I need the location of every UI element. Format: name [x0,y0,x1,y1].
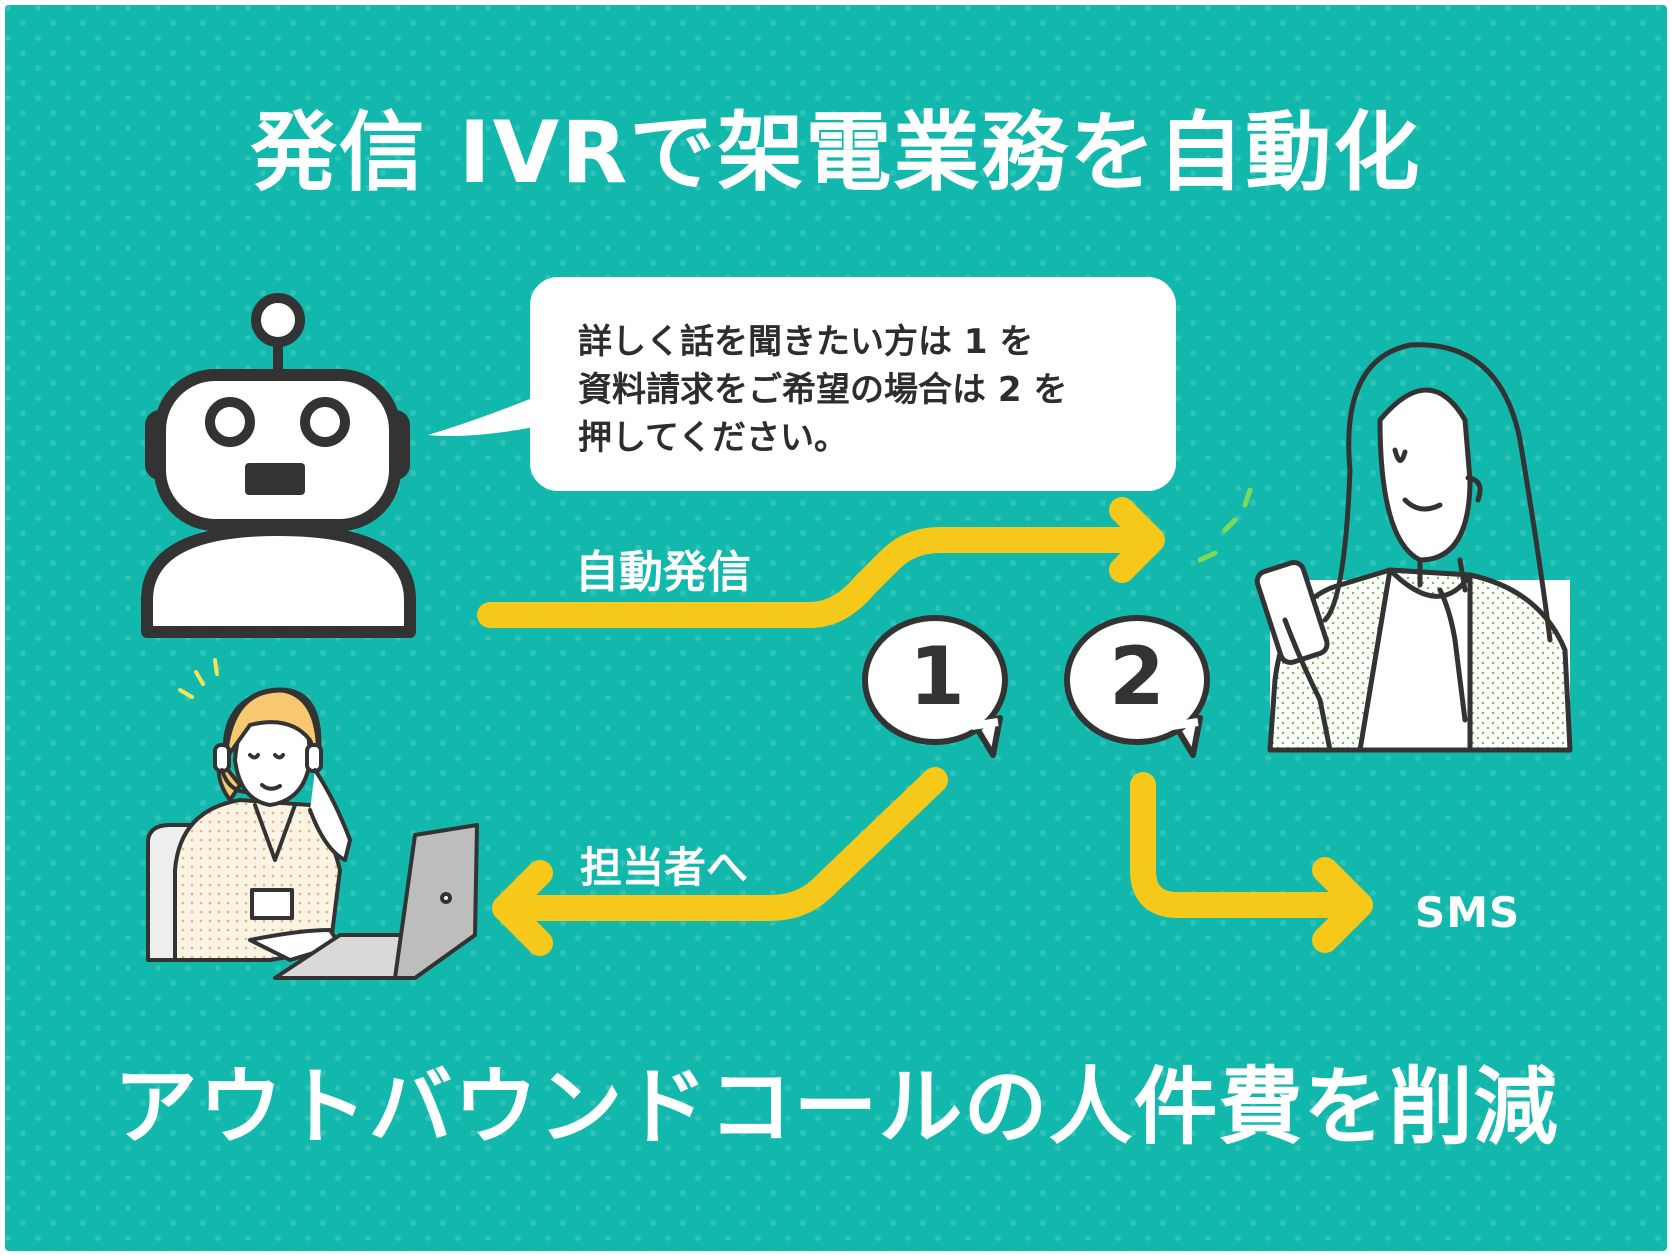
label-auto-call: 自動発信 [575,547,751,598]
customer-woman-icon [1254,342,1573,753]
robot-icon [141,293,416,638]
signal-marks [1197,487,1253,563]
speech-line-3: 押してください。 [578,418,848,458]
agent-signal-marks [178,658,219,699]
speech-line-2: 資料請求をご希望の場合は 2 を [578,370,1068,410]
footer-caption: アウトバウンドコールの人件費を削減 [113,1058,1559,1156]
arrow-to-sms [1130,772,1373,953]
operator-agent-icon [146,687,352,962]
arrow-auto-call [477,497,1165,628]
speech-line-1: 詳しく話を聞きたい方は 1 を [578,322,1034,362]
arrow-to-agent [492,767,948,956]
option-number-2: 2 [1109,630,1165,723]
label-to-agent: 担当者へ [580,843,749,892]
laptop-icon [273,823,479,980]
speech-bubble [428,277,1176,491]
option-number-1: 1 [909,630,965,723]
smartphone-icon [1254,559,1330,665]
option-bubble-1 [862,615,1008,758]
page-title: 発信 IVRで架電業務を自動化 [250,103,1422,203]
option-bubble-2 [1064,615,1210,758]
label-sms: SMS [1415,888,1521,937]
speech-bubble-text: 詳しく話を聞きたい方は 1 を 資料請求をご希望の場合は 2 を 押してください… [578,318,1067,462]
